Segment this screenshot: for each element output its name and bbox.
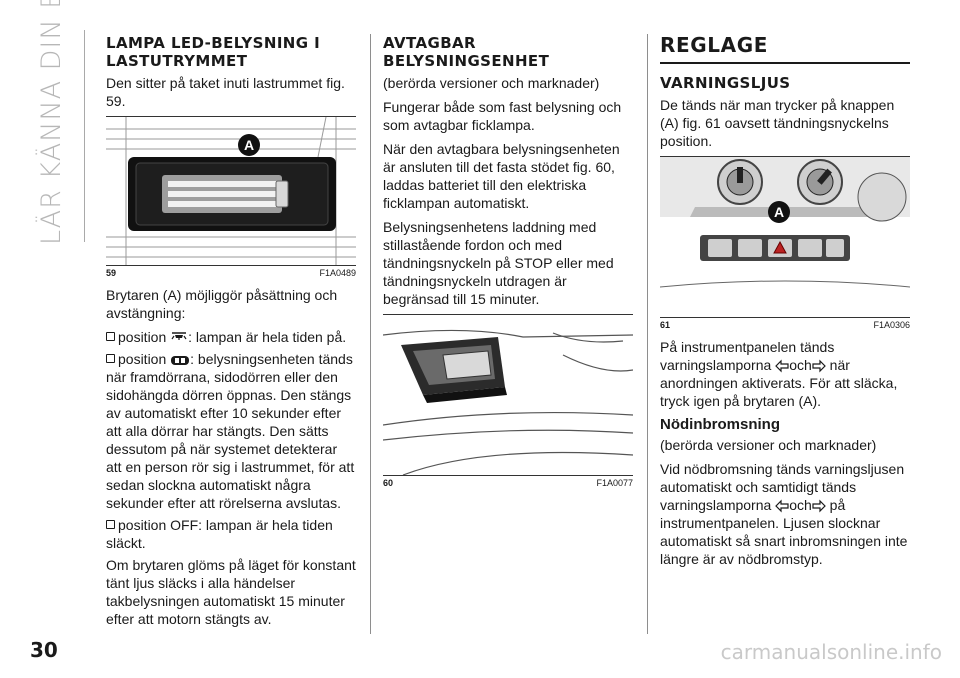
- column-controls: REGLAGE VARNINGSLJUS De tänds när man tr…: [660, 34, 910, 574]
- figure-61-caption: 61 F1A0306: [660, 320, 910, 330]
- bullet-square: [106, 332, 115, 341]
- figure-61-illustration: [660, 157, 910, 317]
- side-rule: [84, 30, 85, 242]
- emergency-p3: (berörda versioner och marknader): [660, 437, 877, 453]
- door-lamp-icon: [171, 356, 190, 365]
- figure-60: [383, 314, 633, 476]
- page-number: 30: [30, 638, 58, 662]
- bullet-square: [106, 354, 115, 363]
- column-removable-lamp: AVTAGBAR BELYSNINGSENHET (berörda versio…: [383, 34, 633, 496]
- chapter-side-title: LÄR KÄNNA DIN BIL: [36, 0, 67, 245]
- callout-a-fig61: A: [773, 204, 785, 220]
- figure-59-number: 59: [106, 268, 117, 278]
- column-led-lamp: LAMPA LED-BELYSNING I LASTUTRYMMET Den s…: [106, 34, 356, 634]
- turn-left-arrow-icon: [775, 359, 789, 373]
- led-lamp-outro: Om brytaren glöms på läget för konstant …: [106, 557, 356, 627]
- bullet-lamp-on-text: : lampan är hela tiden på.: [188, 329, 347, 345]
- column-separator-2: [647, 34, 648, 634]
- callout-a-fig59: A: [243, 137, 255, 153]
- removable-lamp-p2: Fungerar både som fast belysning och som…: [383, 99, 622, 133]
- figure-60-illustration: [383, 315, 633, 475]
- switch-text: Brytaren (A) möjliggör påsättning och av…: [106, 287, 338, 321]
- bullet-lamp-on: position : lampan är hela tiden på.: [106, 328, 356, 346]
- figure-61-code: F1A0306: [873, 320, 910, 330]
- heading-emergency-braking: Nödinbromsning: [660, 416, 780, 433]
- hazard-p2-och: och: [789, 357, 812, 373]
- emergency-p4-start: Vid nödbromsning tänds varningsljusen au…: [660, 461, 905, 513]
- bullet-off: position OFF: lampan är hela tiden släck…: [106, 516, 356, 552]
- figure-59: A: [106, 116, 356, 266]
- figure-61: A: [660, 156, 910, 318]
- bullet-door-text: : belysningsenheten tänds när framdörran…: [106, 351, 355, 511]
- watermark: carmanualsonline.info: [720, 640, 942, 664]
- hazard-p2-end: när anordningen aktiverats. För att släc…: [660, 357, 898, 409]
- removable-lamp-p1: (berörda versioner och marknader): [383, 75, 600, 91]
- heading-removable-lamp: AVTAGBAR BELYSNINGSENHET: [383, 34, 550, 70]
- interior-lamp-on-icon: [171, 332, 187, 340]
- bullet-prefix: position: [118, 351, 167, 367]
- figure-60-code: F1A0077: [596, 478, 633, 488]
- hazard-p1: De tänds när man trycker på knappen (A) …: [660, 97, 895, 149]
- removable-lamp-p4: Belysningsenhetens laddning med stillast…: [383, 219, 614, 307]
- emergency-p4-end: på instrumentpanelen. Ljusen slocknar au…: [660, 497, 908, 567]
- bullet-door: position : belysningsenheten tänds när f…: [106, 350, 356, 512]
- heading-rule: [660, 62, 910, 64]
- heading-led-lamp: LAMPA LED-BELYSNING I LASTUTRYMMET: [106, 34, 321, 70]
- hazard-p2-start: På instrumentpanelen tänds varningslampo…: [660, 339, 835, 373]
- led-lamp-intro: Den sitter på taket inuti lastrummet fig…: [106, 75, 345, 109]
- hazard-p2: På instrumentpanelen tänds varningslampo…: [660, 338, 910, 410]
- bullet-off-text: position OFF: lampan är hela tiden släck…: [106, 517, 333, 551]
- figure-60-caption: 60 F1A0077: [383, 478, 633, 488]
- figure-59-caption: 59 F1A0489: [106, 268, 356, 278]
- figure-59-illustration: [106, 117, 356, 265]
- turn-right-arrow-icon: [812, 499, 826, 513]
- figure-59-code: F1A0489: [319, 268, 356, 278]
- removable-lamp-p3: När den avtagbara belysningsenheten är a…: [383, 141, 620, 211]
- turn-right-arrow-icon: [812, 359, 826, 373]
- column-separator-1: [370, 34, 371, 634]
- emergency-p4-och: och: [789, 497, 812, 513]
- bullet-square: [106, 520, 115, 529]
- turn-left-arrow-icon: [775, 499, 789, 513]
- emergency-p4: Vid nödbromsning tänds varningsljusen au…: [660, 460, 910, 568]
- heading-controls: REGLAGE: [660, 33, 768, 57]
- bullet-prefix: position: [118, 329, 167, 345]
- heading-hazard-lights: VARNINGSLJUS: [660, 74, 791, 92]
- figure-61-number: 61: [660, 320, 671, 330]
- figure-60-number: 60: [383, 478, 394, 488]
